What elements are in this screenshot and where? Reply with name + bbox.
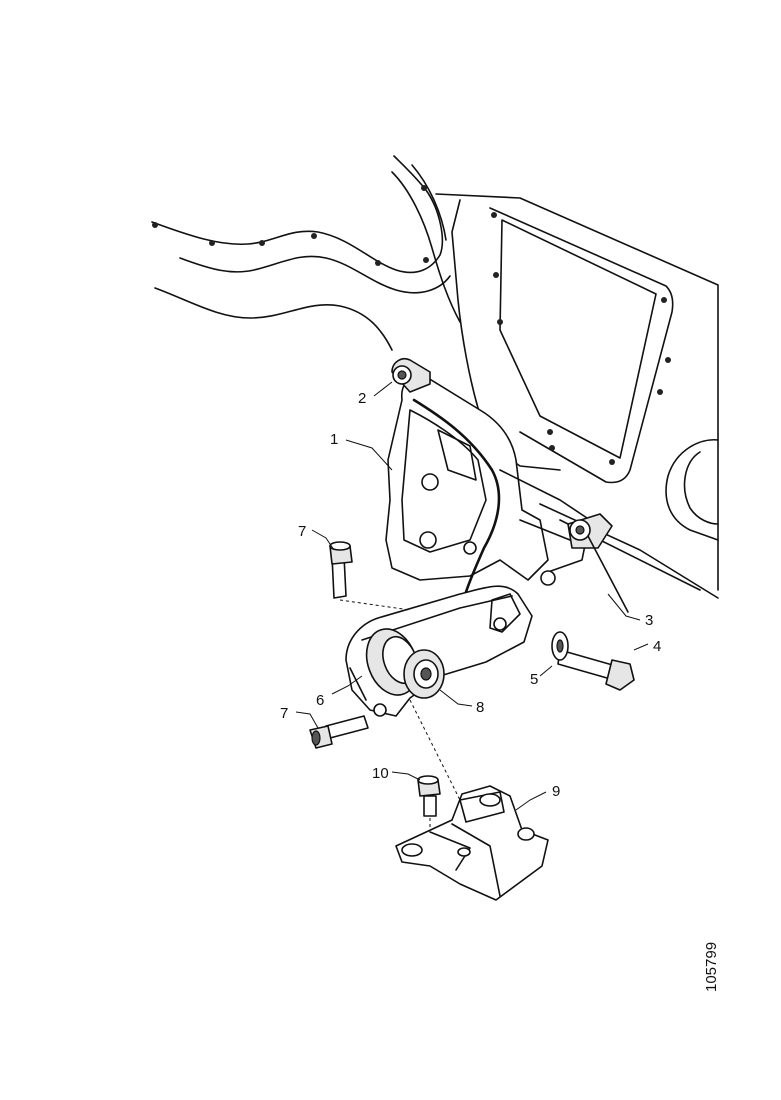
callout-3: 3 (645, 612, 653, 629)
mounting-bracket (385, 357, 591, 594)
callout-4: 4 (653, 638, 661, 655)
callout-labels: 1 2 3 4 5 6 7 7 8 9 10 (280, 390, 661, 800)
callout-1: 1 (330, 431, 338, 448)
bolt-4-washer-5 (551, 631, 635, 691)
callout-10: 10 (372, 765, 389, 782)
callout-8: 8 (476, 699, 484, 716)
bolt-10 (417, 775, 441, 834)
callout-9: 9 (552, 783, 560, 800)
bolt-7-upper (329, 541, 411, 611)
bolt-3 (567, 513, 629, 613)
callout-5: 5 (530, 671, 538, 688)
bolt-7-lower (309, 715, 369, 749)
callout-2: 2 (358, 390, 366, 407)
callout-6: 6 (316, 692, 324, 709)
figure-reference-number: 105799 (703, 942, 720, 992)
mount-body (345, 585, 533, 717)
callout-7-upper: 7 (298, 523, 306, 540)
lower-mount-9 (395, 699, 549, 901)
leader-lines (295, 381, 649, 811)
callout-7-lower: 7 (280, 705, 288, 722)
